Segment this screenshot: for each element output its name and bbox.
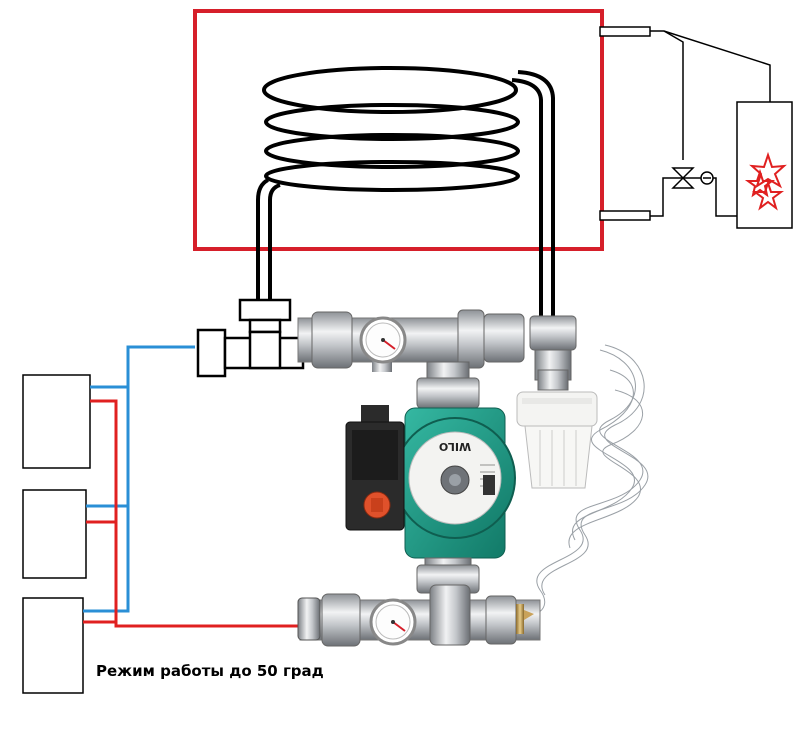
operating-mode-caption: Режим работы до 50 град (96, 662, 324, 680)
mixing-valve (529, 315, 577, 391)
upper-manifold (297, 309, 525, 369)
thermostatic-head-icon (516, 391, 598, 489)
supply-pipes (83, 399, 298, 628)
radiator-3 (22, 597, 84, 694)
circulation-pump-icon: WILO (394, 407, 516, 559)
heating-coil (256, 66, 555, 318)
three-way-valve-icon (671, 167, 714, 189)
control-wiring (650, 30, 771, 217)
pump-brand-label: WILO (439, 440, 471, 453)
storage-tank (193, 9, 604, 251)
return-pipes (83, 345, 195, 613)
lower-pressure-gauge-icon (369, 598, 417, 646)
tank-sensor-lower (599, 210, 651, 221)
radiator-2 (22, 489, 87, 579)
tank-sensor-upper (599, 26, 651, 37)
tee-fitting (196, 298, 305, 378)
pump-upper-union (416, 361, 480, 409)
capillary-tube (524, 344, 649, 616)
lower-manifold (297, 584, 541, 647)
radiator-1 (22, 374, 91, 469)
pressure-gauge-icon (359, 316, 407, 372)
flame-icon (744, 151, 787, 211)
boiler-unit (736, 101, 793, 229)
pump-terminal-box (345, 405, 405, 531)
